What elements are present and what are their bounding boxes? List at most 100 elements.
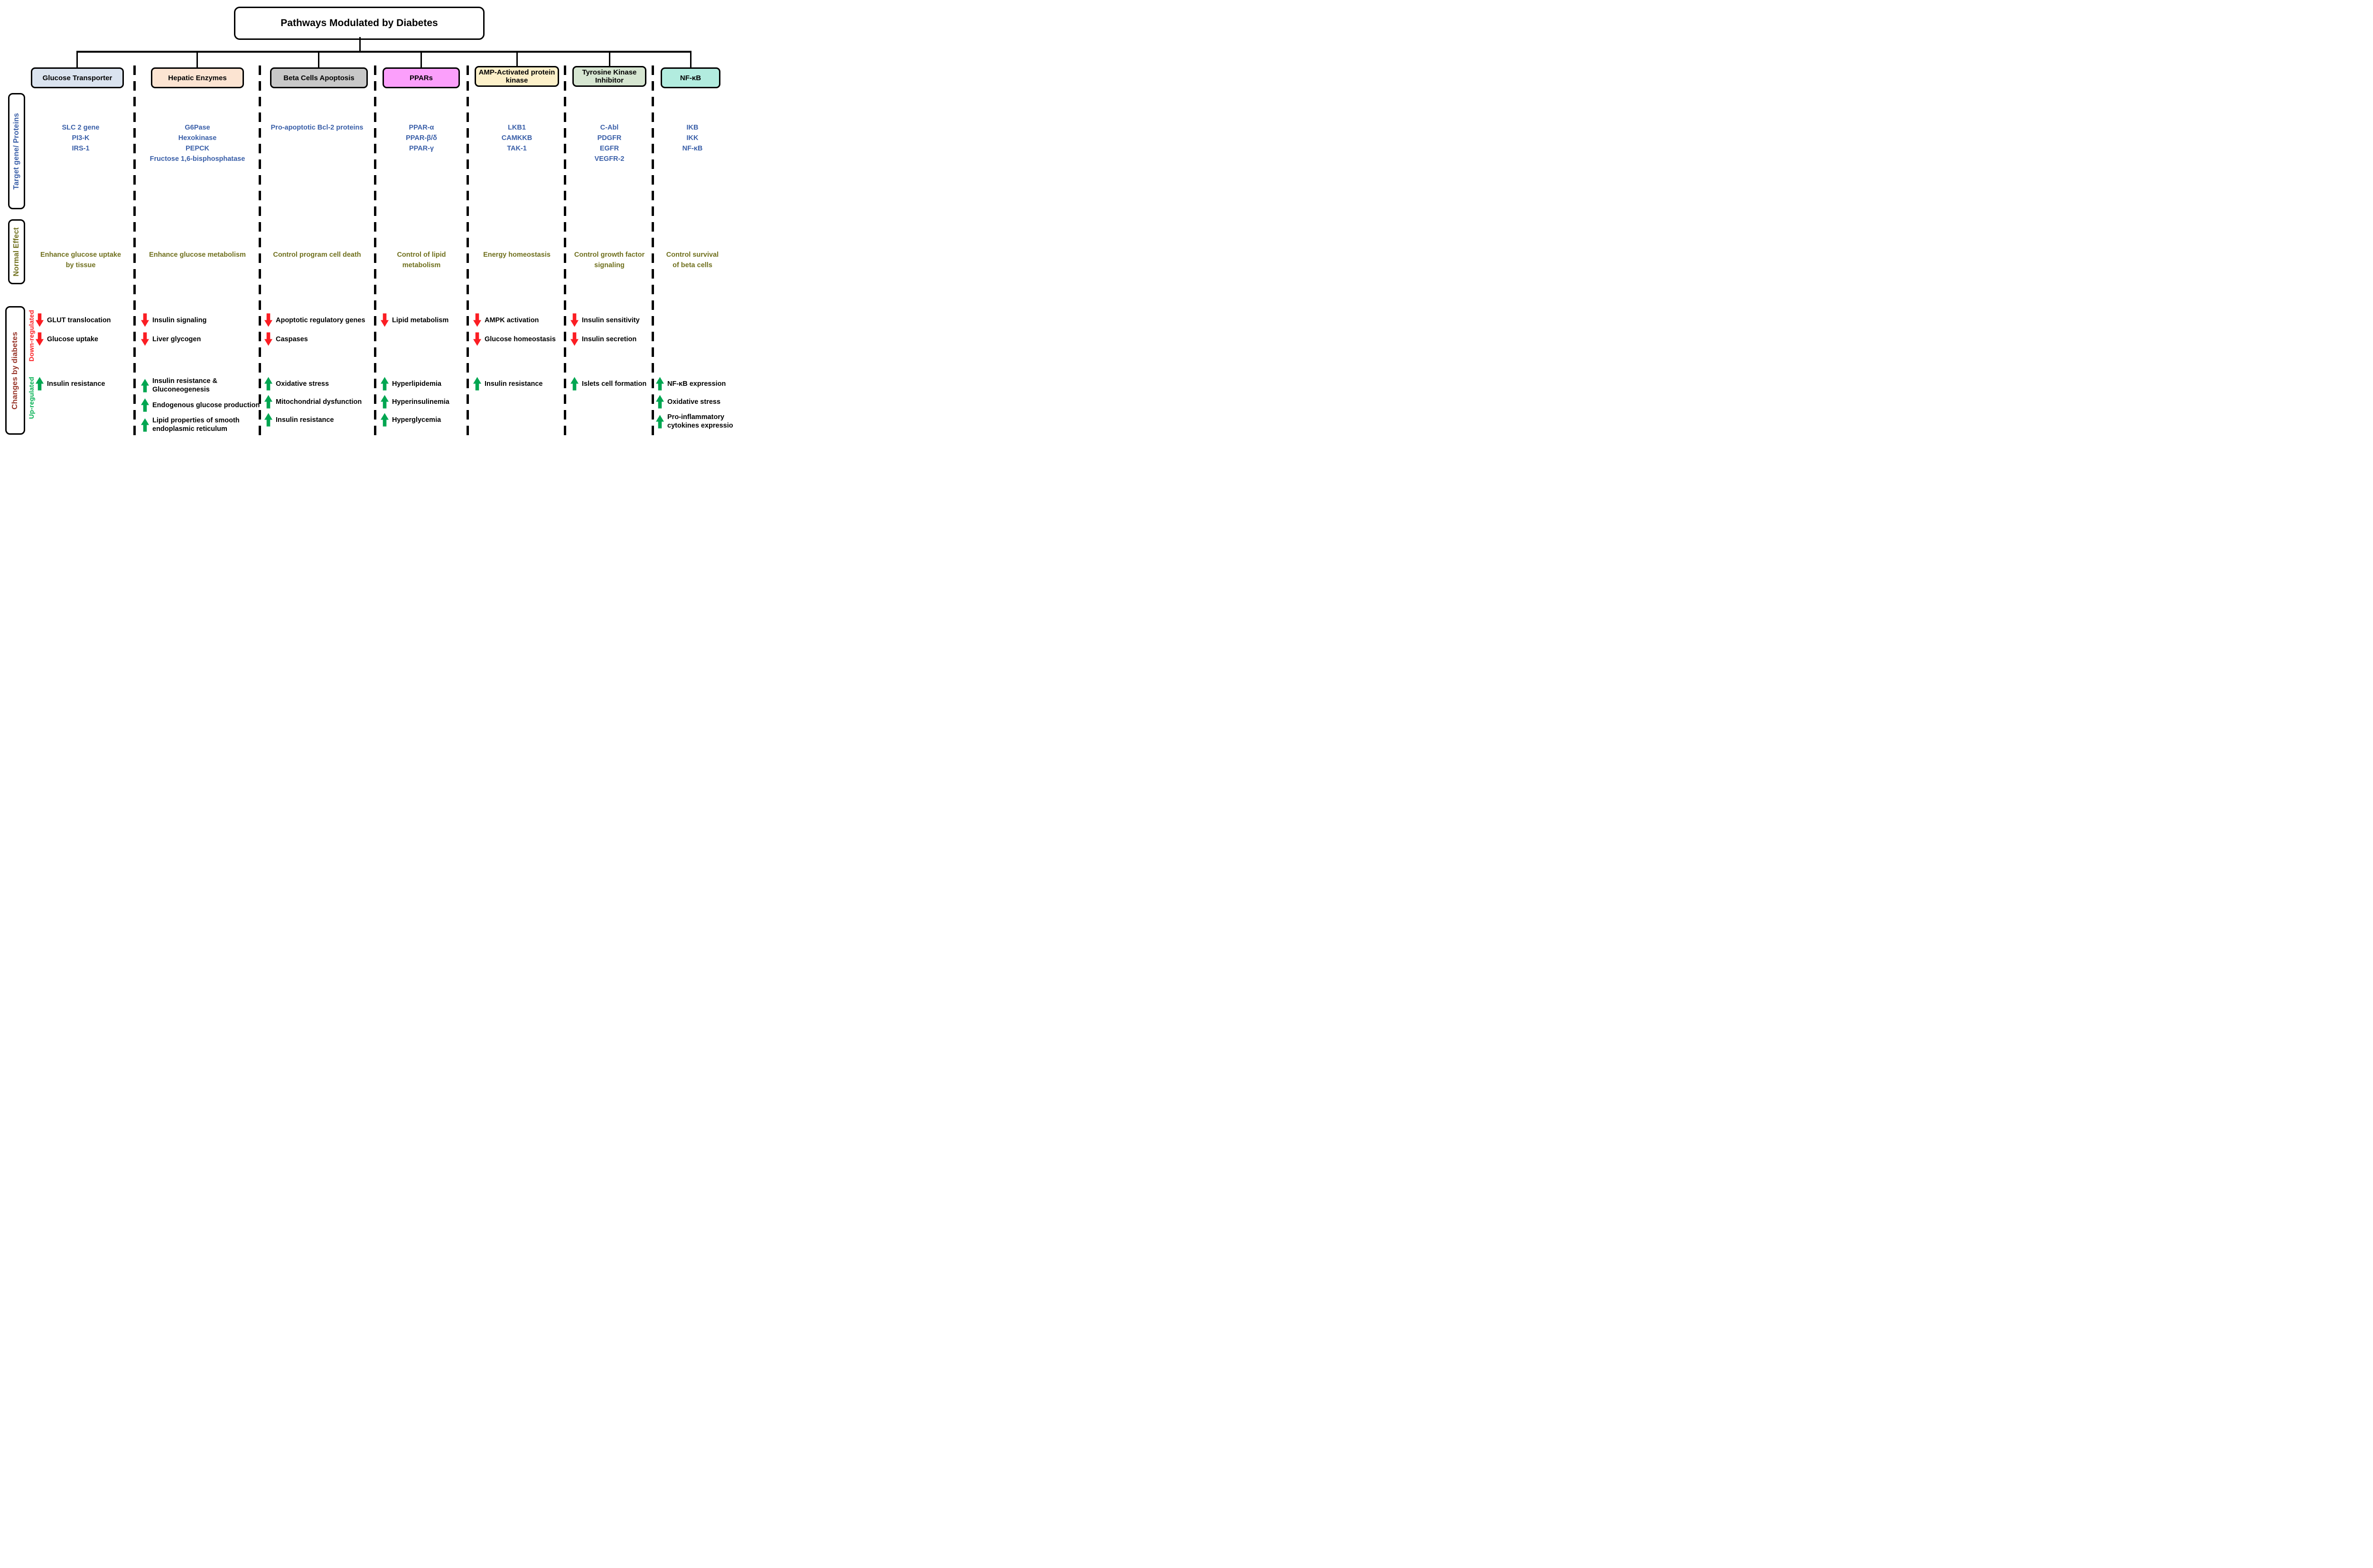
- change-label-line: Glucose uptake: [47, 335, 98, 343]
- branch-connector-line: [76, 51, 78, 67]
- change-label-line: endoplasmic reticulum: [152, 425, 227, 433]
- change-label: Liver glycogen: [152, 335, 201, 344]
- down-arrow-icon: [381, 313, 389, 327]
- change-label-line: Endogenous glucose production: [152, 401, 260, 409]
- change-item: Glucose uptake: [36, 332, 128, 346]
- change-label: Islets cell formation: [582, 380, 646, 388]
- pathway-header: NF-κB: [661, 67, 720, 88]
- pathway-header-label: NF-κB: [680, 74, 701, 82]
- normal-effect-line: Control of lipid: [397, 251, 446, 259]
- down-regulated-list: GLUT translocation Glucose uptake: [36, 313, 128, 346]
- change-label-line: Hyperlipidemia: [392, 380, 441, 388]
- change-label: Oxidative stress: [276, 380, 329, 388]
- change-label-line: NF-κB expression: [667, 380, 726, 388]
- normal-effect-line: metabolism: [402, 261, 441, 269]
- pathway-header: Tyrosine Kinase Inhibitor: [572, 66, 646, 87]
- change-item: Apoptotic regulatory genes: [264, 313, 372, 327]
- change-item: Insulin resistance &Gluconeogenesis: [141, 377, 256, 394]
- pathway-header: Glucose Transporter: [31, 67, 124, 88]
- change-label: Insulin resistance: [47, 380, 105, 388]
- up-arrow-icon: [656, 377, 664, 391]
- up-arrow-icon: [141, 378, 149, 392]
- target-genes-list: Pro-apoptotic Bcl-2 proteins: [262, 122, 372, 133]
- change-label-line: GLUT translocation: [47, 316, 111, 324]
- up-arrow-icon: [381, 395, 389, 409]
- down-arrow-icon: [473, 313, 481, 327]
- target-gene: G6Pase: [185, 124, 210, 131]
- dashed-column-separator: [564, 65, 566, 436]
- down-arrow-icon: [570, 313, 579, 327]
- target-gene: SLC 2 gene: [62, 124, 100, 131]
- change-label: Apoptotic regulatory genes: [276, 316, 365, 325]
- change-item: Insulin resistance: [36, 377, 128, 391]
- change-label-line: Glucose homeostasis: [485, 335, 556, 343]
- down-arrow-icon: [36, 332, 44, 346]
- change-item: Mitochondrial dysfunction: [264, 395, 372, 409]
- up-arrow-icon: [141, 398, 149, 412]
- down-regulated-list: Insulin signaling Liver glycogen: [141, 313, 256, 346]
- down-arrow-icon: [141, 332, 149, 346]
- change-label-line: AMPK activation: [485, 316, 539, 324]
- normal-effect-line: of beta cells: [673, 261, 712, 269]
- down-regulated-list: Lipid metabolism: [381, 313, 465, 327]
- change-label: Insulin signaling: [152, 316, 206, 325]
- change-item: Oxidative stress: [656, 395, 731, 409]
- change-label-line: Caspases: [276, 335, 308, 343]
- pathway-header-label: Tyrosine Kinase Inhibitor: [582, 68, 637, 84]
- change-label-line: Pro-inflammatory: [667, 413, 725, 421]
- title-connector-line: [359, 37, 361, 51]
- change-label-line: Insulin resistance &: [152, 377, 217, 385]
- normal-effect-line: Control survival: [666, 251, 719, 259]
- branch-connector-line: [609, 51, 610, 66]
- change-item: AMPK activation: [473, 313, 563, 327]
- up-arrow-icon: [141, 418, 149, 432]
- normal-effect-line: Control program cell death: [273, 251, 361, 259]
- target-gene: PDGFR: [597, 134, 622, 142]
- change-label: Caspases: [276, 335, 308, 344]
- normal-effect-line: by tissue: [65, 261, 96, 269]
- change-label: Glucose homeostasis: [485, 335, 556, 344]
- change-item: Insulin resistance: [473, 377, 563, 391]
- target-gene: C-Abl: [600, 124, 619, 131]
- horizontal-connector-line: [76, 51, 691, 53]
- change-label: Lipid metabolism: [392, 316, 448, 325]
- target-gene: NF-κB: [682, 145, 703, 152]
- normal-effect-text: Enhance glucose metabolism: [139, 250, 256, 260]
- change-item: Insulin signaling: [141, 313, 256, 327]
- change-label-line: Insulin resistance: [485, 380, 543, 388]
- branch-connector-line: [690, 51, 691, 67]
- change-label-line: Insulin sensitivity: [582, 316, 640, 324]
- change-label-line: Lipid metabolism: [392, 316, 449, 324]
- change-label: Hyperlipidemia: [392, 380, 441, 388]
- normal-effect-text: Enhance glucose uptake by tissue: [33, 250, 128, 271]
- change-label-line: Islets cell formation: [582, 380, 647, 388]
- change-item: GLUT translocation: [36, 313, 128, 327]
- up-arrow-icon: [656, 414, 664, 429]
- change-label: Insulin resistance: [276, 416, 334, 424]
- normal-effect-line: Enhance glucose metabolism: [149, 251, 246, 259]
- pathway-header-label: Hepatic Enzymes: [168, 74, 227, 82]
- pathway-header-label: Beta Cells Apoptosis: [283, 74, 355, 82]
- change-label: Insulin resistance: [485, 380, 543, 388]
- change-label: Insulin sensitivity: [582, 316, 640, 325]
- target-gene: IKB: [686, 124, 699, 131]
- change-label: Endogenous glucose production: [152, 401, 260, 410]
- pathway-header: Hepatic Enzymes: [151, 67, 244, 88]
- change-item: Endogenous glucose production: [141, 398, 260, 412]
- normal-effect-line: Enhance glucose uptake: [40, 251, 121, 259]
- change-item: Hyperglycemia: [381, 413, 465, 427]
- diagram-title: Pathways Modulated by Diabetes: [280, 18, 438, 28]
- change-label-line: Insulin resistance: [276, 416, 334, 424]
- row-label-changes-text: Changes by diabetes: [11, 331, 19, 410]
- change-label: NF-κB expression: [667, 380, 726, 388]
- change-label: Glucose uptake: [47, 335, 98, 344]
- change-label-line: Oxidative stress: [276, 380, 329, 388]
- up-regulated-list: Insulin resistance: [36, 377, 128, 391]
- target-gene: Fructose 1,6-bisphosphatase: [149, 155, 245, 163]
- change-label-line: Apoptotic regulatory genes: [276, 316, 365, 324]
- row-label-target-genes: Target gene/ Proteins: [8, 93, 25, 209]
